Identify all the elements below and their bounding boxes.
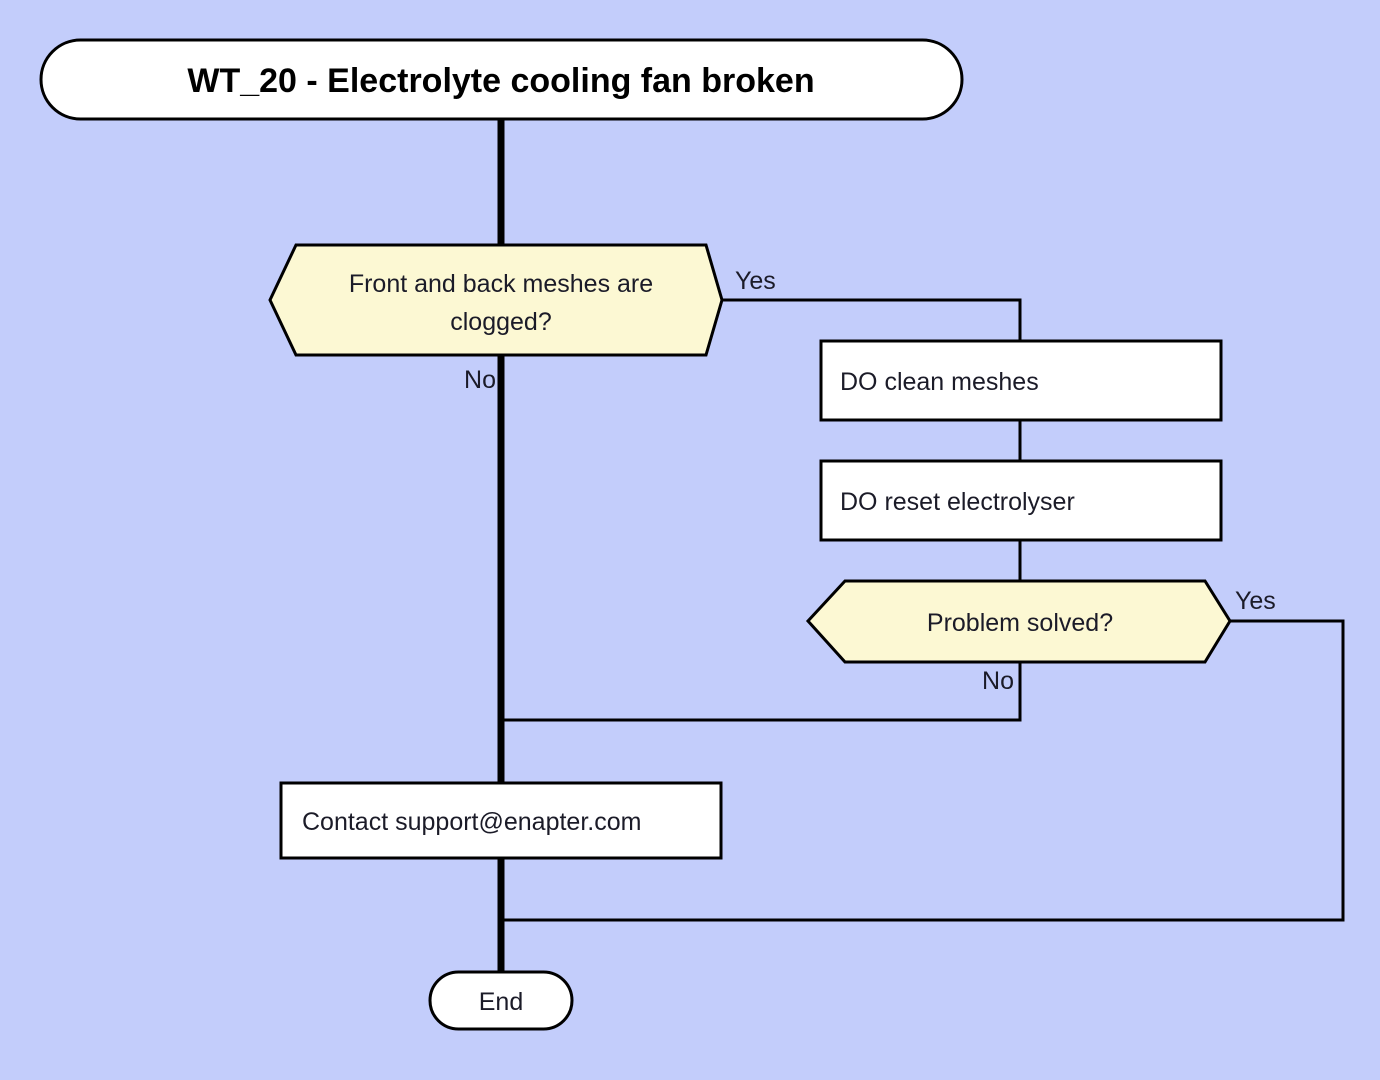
node-contact-support[interactable]: Contact support@enapter.com [279, 781, 723, 860]
edge-solved-yes [501, 619, 1345, 922]
node-start[interactable]: WT_20 - Electrolyte cooling fan broken [39, 38, 964, 121]
problem-solved-shape [805, 579, 1232, 664]
contact-support-label: Contact support@enapter.com [302, 808, 641, 836]
node-reset-electrolyser[interactable]: DO reset electrolyser [819, 459, 1223, 542]
problem-solved-label: Problem solved? [927, 609, 1113, 637]
end-node-label: End [479, 988, 523, 1016]
edge-label-solved-yes: Yes [1235, 587, 1276, 615]
edge-label-solved-no: No [982, 667, 1014, 695]
edge-label-meshes-yes: Yes [735, 267, 776, 295]
start-node-shape [39, 38, 964, 121]
page-title: WT_20 - Electrolyte cooling fan broken [187, 62, 814, 100]
node-problem-solved[interactable]: Problem solved? [805, 579, 1232, 664]
edge-label-meshes-no: No [464, 366, 496, 394]
meshes-decision-label-line2: clogged? [450, 308, 551, 336]
node-end[interactable]: End [428, 970, 574, 1031]
reset-electrolyser-label: DO reset electrolyser [840, 488, 1075, 516]
edge-solved-no [501, 662, 1022, 722]
clean-meshes-shape [819, 339, 1223, 422]
node-meshes-clogged[interactable]: Front and back meshes are clogged? [268, 243, 724, 357]
node-clean-meshes[interactable]: DO clean meshes [819, 339, 1223, 422]
edge-meshes-yes [722, 298, 1022, 341]
meshes-decision-label-line1: Front and back meshes are [349, 270, 653, 298]
clean-meshes-label: DO clean meshes [840, 368, 1039, 396]
end-node-shape [428, 970, 574, 1031]
meshes-decision-shape [268, 243, 724, 357]
reset-electrolyser-shape [819, 459, 1223, 542]
contact-support-shape [279, 781, 723, 860]
